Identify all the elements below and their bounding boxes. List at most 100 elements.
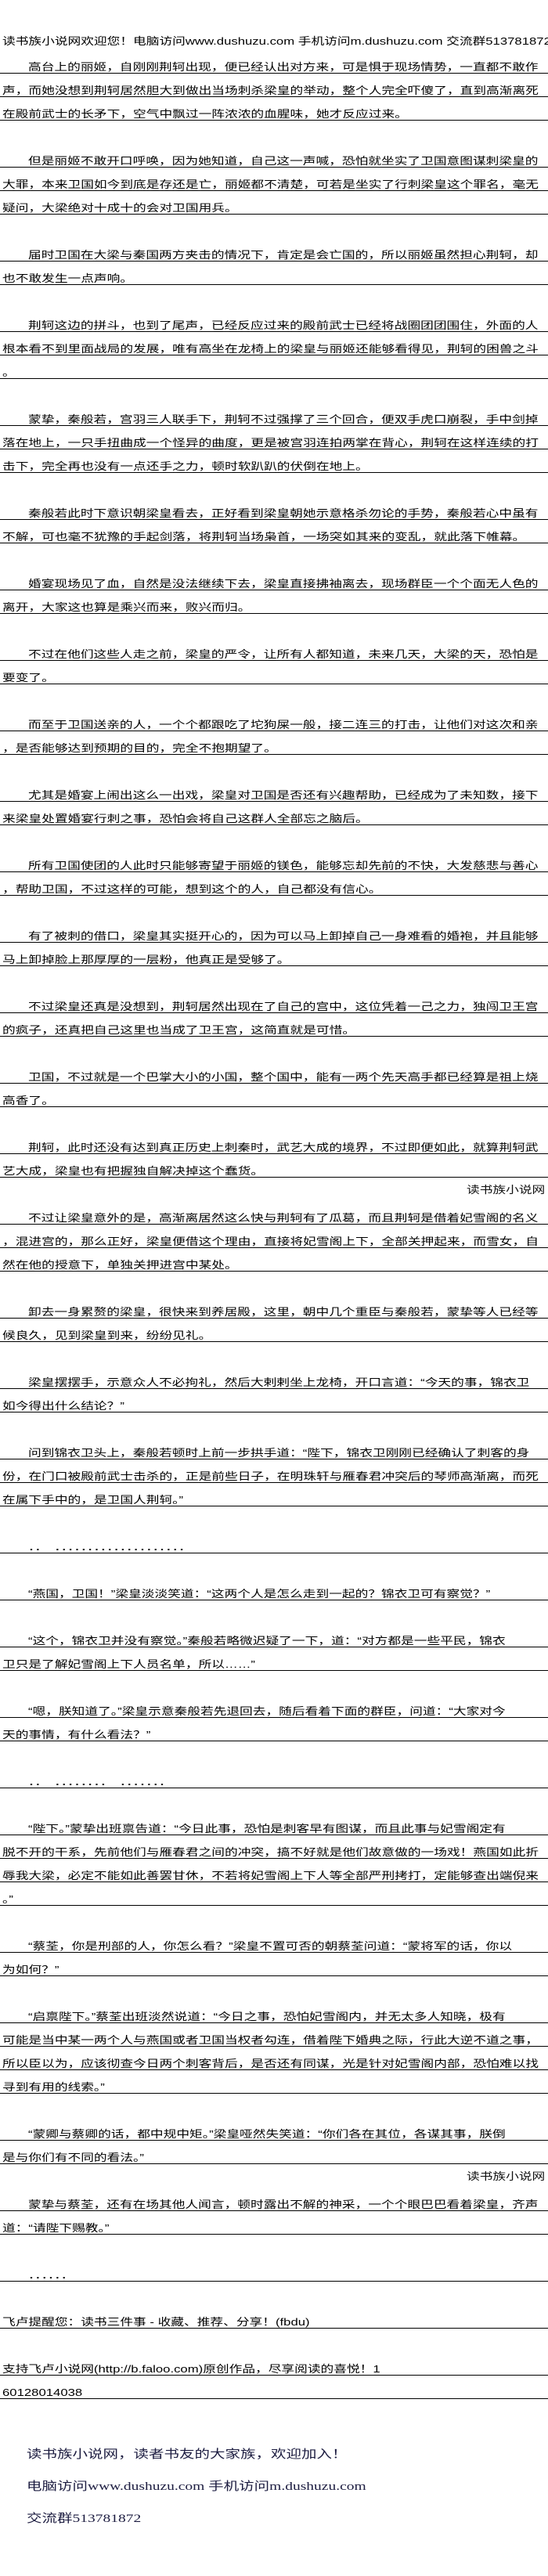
text-line: 但是丽姬不敢开口呼唤，因为她知道，自己这一声喊，恐怕就坐实了卫国意图谋刺梁皇的 [0, 144, 548, 168]
paragraph-text: 蒙挚与蔡荃，还有在场其他人闻言，顿时露出不解的神采，一个个眼巴巴看着梁皇，齐声 [28, 2199, 539, 2210]
paragraph-gap [0, 1037, 548, 1060]
text-line: ，帮助卫国，不过这样的可能，想到这个的人，自己都没有信心。 [0, 872, 548, 896]
paragraph-text: 荆轲这边的拼斗，也到了尾声，已经反应过来的殿前武士已经将战圈团团围住，外面的人 [28, 319, 539, 331]
text-line: “燕国，卫国！”梁皇淡淡笑道：“这两个人是怎么走到一起的？锦衣卫可有察觉？” [0, 1577, 548, 1600]
paragraph-gap [0, 285, 548, 308]
text-line: 可能是当中某一两个人与燕国或者卫国当权者勾连，借着陛下婚典之际，行此大逆不道之事… [0, 2023, 548, 2047]
text-line: 问到锦衣卫头上，秦般若顿时上前一步拱手道：“陛下，锦衣卫刚刚已经确认了刺客的身 [0, 1436, 548, 1459]
text-line: 在属下手中的，是卫国人荆轲。” [0, 1483, 548, 1506]
text-line: 击下，完全再也没有一点还手之力，顿时软趴趴的伏倒在地上。 [0, 449, 548, 473]
paragraph-text: 来梁皇处置婚宴行刺之事，恐怕会将自己这群人全部忘之脑后。 [2, 813, 369, 824]
text-line: 卫国，不过就是一个巴掌大小的小国，整个国中，能有一两个先天高手都已经算是祖上烧 [0, 1060, 548, 1084]
text-line: 不过在他们这些人走之前，梁皇的严令，让所有人都知道，未来几天，大梁的天，恐怕是 [0, 637, 548, 661]
paragraph-text: 可能是当中某一两个人与燕国或者卫国当权者勾连，借着陛下婚典之际，行此大逆不道之事… [2, 2034, 539, 2046]
text-line: ．．．．．． [0, 2258, 548, 2282]
chapter-body: 高台上的丽姬，自刚刚荆轲出现，便已经认出对方来，可是惧于现场情势，一直都不敢作声… [0, 50, 548, 2399]
paragraph-text: 离开，大家这也算是乘兴而来，败兴而归。 [2, 601, 251, 613]
paragraph-text: 。 [2, 366, 16, 378]
text-line: 艺大成，梁皇也有把握独自解决掉这个蠢货。 [0, 1154, 548, 1178]
text-line: 疑问，大梁绝对十成十的会对卫国用兵。 [0, 191, 548, 215]
paragraph-gap [0, 896, 548, 919]
paragraph-text: 大罪，本来卫国如今到底是存还是亡，丽姬都不清楚，可若是坐实了行刺梁皇这个罪名，毫… [2, 179, 539, 190]
paragraph-gap [0, 1741, 548, 1765]
paragraph-gap [0, 1976, 548, 2000]
text-line: 辱我大梁，必定不能如此善罢甘休，不若将妃雪阁上下人等全部严刑拷打，定能够查出端倪… [0, 1859, 548, 1882]
paragraph-text: “蒙卿与蔡卿的话，都中规中矩。”梁皇哑然失笑道：“你们各在其位，各谋其事，朕倒 [28, 2128, 506, 2140]
paragraph-text: ，帮助卫国，不过这样的可能，想到这个的人，自己都没有信心。 [2, 883, 382, 895]
paragraph-text: 也不敢发生一点声响。 [2, 272, 134, 284]
paragraph-text: 。” [2, 1893, 13, 1905]
paragraph-gap [0, 1553, 548, 1577]
paragraph-gap [0, 473, 548, 496]
paragraph-gap [0, 215, 548, 238]
text-line: 是与你们有不同的看法。” [0, 2141, 548, 2164]
paragraph-text: 蒙挚，秦般若，宫羽三人联手下，荆轲不过强撑了三个回合，便双手虎口崩裂，手中剑掉 [28, 413, 539, 425]
text-line: 马上卸掉脸上那厚厚的一层粉，他真正是受够了。 [0, 943, 548, 966]
paragraph-text: 尤其是婚宴上闹出这么一出戏，梁皇对卫国是否还有兴趣帮助，已经成为了未知数，接下 [28, 789, 539, 801]
paragraph-gap [0, 1600, 548, 1624]
paragraph-text: 荆轲，此时还没有达到真正历史上刺秦时，武艺大成的境界，不过即便如此，就算荆轲武 [28, 1142, 539, 1153]
text-line: 支持飞卢小说网(http://b.faloo.com)原创作品，尽享阅读的喜悦！… [0, 2352, 548, 2376]
paragraph-gap [0, 2329, 548, 2352]
text-line: ，是否能够达到预期的目的，完全不抱期望了。 [0, 731, 548, 755]
text-line: “陛下。”蒙挚出班禀告道：“今日此事，恐怕是刺客早有图谋，而且此事与妃雪阁定有 [0, 1812, 548, 1835]
paragraph-text: “这个，锦衣卫并没有察觉。”秦般若略微迟疑了一下，道：“对方都是一些平民，锦衣 [28, 1635, 506, 1647]
text-line: 蒙挚，秦般若，宫羽三人联手下，荆轲不过强撑了三个回合，便双手虎口崩裂，手中剑掉 [0, 402, 548, 426]
text-line: 天的事情，有什么看法？” [0, 1718, 548, 1741]
text-line: 不过让梁皇意外的是，高渐离居然这么快与荆轲有了瓜葛，而且荆轲是借着妃雪阁的名义 [0, 1201, 548, 1225]
paragraph-text: 问到锦衣卫头上，秦般若顿时上前一步拱手道：“陛下，锦衣卫刚刚已经确认了刺客的身 [28, 1447, 530, 1459]
text-line: ．． ．．．．．．．．．．．．．．．．．．．． [0, 1530, 548, 1553]
paragraph-gap [0, 1906, 548, 1929]
paragraph-text: 梁皇摆摆手，示意众人不必拘礼，然后大剌剌坐上龙椅，开口言道：“今天的事，锦衣卫 [28, 1376, 530, 1388]
site-welcome-header: 读书族小说网欢迎您！电脑访问www.dushuzu.com 手机访问m.dush… [2, 34, 548, 47]
text-line: 高台上的丽姬，自刚刚荆轲出现，便已经认出对方来，可是惧于现场情势，一直都不敢作 [0, 50, 548, 74]
paragraph-gap [0, 1107, 548, 1131]
paragraph-gap [0, 1178, 548, 1201]
text-line: 而至于卫国送亲的人，一个个都跟吃了坨狗屎一般，接二连三的打击，让他们对这次和亲 [0, 708, 548, 731]
header-text: 读书族小说网欢迎您！电脑访问www.dushuzu.com 手机访问m.dush… [2, 35, 548, 47]
paragraph-gap [0, 2094, 548, 2117]
paragraph-text: 然在他的授意下，单独关押进宫中某处。 [2, 1259, 238, 1271]
paragraph-text: 但是丽姬不敢开口呼唤，因为她知道，自己这一声喊，恐怕就坐实了卫国意图谋刺梁皇的 [28, 155, 539, 167]
text-line: 有了被刺的借口，梁皇其实挺开心的，因为可以马上卸掉自己一身难看的婚袍，并且能够 [0, 919, 548, 943]
text-line: 高香了。 [0, 1084, 548, 1107]
text-line: 来梁皇处置婚宴行刺之事，恐怕会将自己这群人全部忘之脑后。 [0, 802, 548, 825]
text-line: 尤其是婚宴上闹出这么一出戏，梁皇对卫国是否还有兴趣帮助，已经成为了未知数，接下 [0, 778, 548, 802]
text-line: 声，而她没想到荆轲居然胆大到做出当场刺杀梁皇的举动，整个人完全吓傻了，直到高渐离… [0, 74, 548, 97]
text-line: 不解，可也毫不犹豫的手起剑落，将荆轲当场枭首，一场突如其来的变乱，就此落下帷幕。 [0, 520, 548, 543]
paragraph-text: 根本看不到里面战局的发展，唯有高坐在龙椅上的梁皇与丽姬还能够看得见，荆轲的困兽之… [2, 343, 539, 355]
text-line: 离开，大家这也算是乘兴而来，败兴而归。 [0, 590, 548, 614]
text-line: 。 [0, 355, 548, 379]
text-line: “嗯，朕知道了。”梁皇示意秦般若先退回去，随后看着下面的群臣，问道：“大家对今 [0, 1694, 548, 1718]
text-line: ．． ．．．．．．．． ．．．．．．． [0, 1765, 548, 1788]
text-line: 荆轲这边的拼斗，也到了尾声，已经反应过来的殿前武士已经将战圈团团围住，外面的人 [0, 308, 548, 332]
paragraph-text: 是与你们有不同的看法。” [2, 2152, 144, 2163]
text-line: ，混进宫的，那么正好，梁皇便借这个理由，直接将妃雪阁上下，全部关押起来，而雪女，… [0, 1225, 548, 1248]
text-line: 飞卢提醒您：读书三件事 - 收藏、推荐、分享！(fbdu) [0, 2305, 548, 2329]
paragraph-gap [0, 1788, 548, 1812]
paragraph-gap [0, 2282, 548, 2305]
paragraph-text: 而至于卫国送亲的人，一个个都跟吃了坨狗屎一般，接二连三的打击，让他们对这次和亲 [28, 719, 539, 731]
text-line: 届时卫国在大梁与秦国两方夹击的情况下，肯定是会亡国的，所以丽姬虽然担心荆轲，却 [0, 238, 548, 262]
footer-slogan: 读书族小说网，读者书友的大家族，欢迎加入！ [27, 2448, 348, 2461]
paragraph-text: 有了被刺的借口，梁皇其实挺开心的，因为可以马上卸掉自己一身难看的婚袍，并且能够 [28, 930, 539, 942]
paragraph-text: 高台上的丽姬，自刚刚荆轲出现，便已经认出对方来，可是惧于现场情势，一直都不敢作 [28, 61, 539, 73]
paragraph-text: ，混进宫的，那么正好，梁皇便借这个理由，直接将妃雪阁上下，全部关押起来，而雪女，… [2, 1236, 539, 1247]
paragraph-text: 如今得出什么结论？” [2, 1400, 124, 1412]
text-line: “这个，锦衣卫并没有察觉。”秦般若略微迟疑了一下，道：“对方都是一些平民，锦衣 [0, 1624, 548, 1647]
text-line: 份，在门口被殿前武士击杀的，正是前些日子，在明珠轩与雁春君冲突后的琴师高渐离，而… [0, 1459, 548, 1483]
paragraph-text: 脱不开的干系，先前他们与雁春君之间的冲突，搞不好就是他们故意做的一场戏！燕国如此… [2, 1846, 539, 1858]
paragraph-text: 60128014038 [2, 2387, 83, 2398]
paragraph-text: 届时卫国在大梁与秦国两方夹击的情况下，肯定是会亡国的，所以丽姬虽然担心荆轲，却 [28, 249, 539, 261]
paragraph-text: 击下，完全再也没有一点还手之力，顿时软趴趴的伏倒在地上。 [2, 460, 369, 472]
paragraph-text: 卫国，不过就是一个巴掌大小的小国，整个国中，能有一两个先天高手都已经算是祖上烧 [28, 1071, 539, 1083]
paragraph-text: 艺大成，梁皇也有把握独自解决掉这个蠢货。 [2, 1165, 265, 1177]
paragraph-text: “燕国，卫国！”梁皇淡淡笑道：“这两个人是怎么走到一起的？锦衣卫可有察觉？” [28, 1588, 491, 1600]
text-line: 在殿前武士的长矛下，空气中飘过一阵浓浓的血腥味，她才反应过来。 [0, 97, 548, 121]
paragraph-text: 支持飞卢小说网(http://b.faloo.com)原创作品，尽享阅读的喜悦！… [2, 2363, 380, 2375]
watermark-text: 读书族小说网 [467, 1184, 546, 1196]
paragraph-gap [0, 379, 548, 402]
paragraph-text: “陛下。”蒙挚出班禀告道：“今日此事，恐怕是刺客早有图谋，而且此事与妃雪阁定有 [28, 1823, 506, 1835]
text-line: “蔡荃，你是刑部的人，你怎么看？”梁皇不置可否的朝蔡荃问道：“蒙将军的话，你以 [0, 1929, 548, 1953]
text-line: 为如何？” [0, 1953, 548, 1976]
